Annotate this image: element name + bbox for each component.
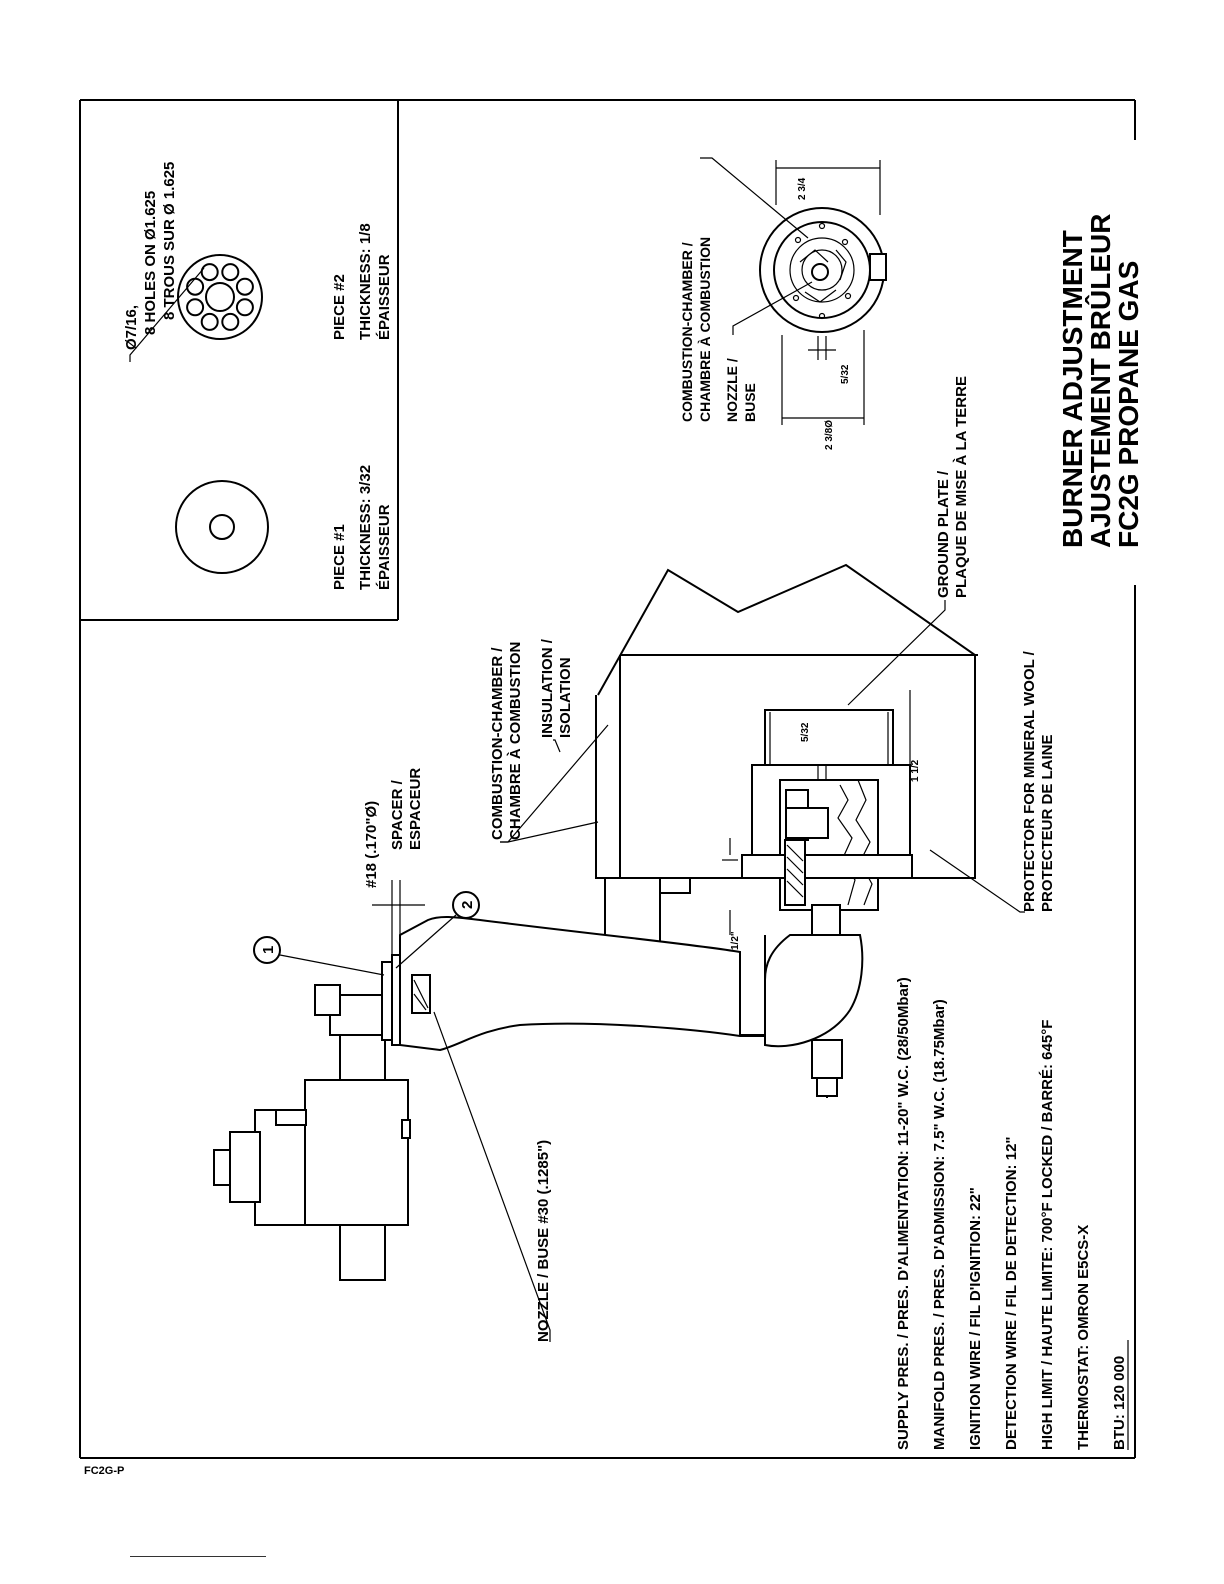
piece-2-holes <box>186 263 254 331</box>
end-view-dim-top: 2 3/4 <box>797 177 808 200</box>
nozzle-leader <box>433 1011 551 1342</box>
piece-1-label-group: PIECE #1 THICKNESS: 3/32 ÉPAISSEUR <box>331 465 393 590</box>
end-view-drawing <box>700 157 887 425</box>
insulation-leader <box>553 739 561 753</box>
piece-2-leader <box>129 267 205 362</box>
dim-gap: 5/32 <box>800 722 811 742</box>
combustion-chamber-body <box>595 563 978 959</box>
callout-1-number: 1 <box>260 946 277 954</box>
dim-one-half: 1 1/2 <box>910 759 921 782</box>
piece-2-hole <box>186 277 205 296</box>
title-block: BURNER ADJUSTMENT AJUSTEMENT BRÛLEUR FC2… <box>1057 214 1144 548</box>
ground-plate-leader <box>847 600 946 706</box>
spec-thermostat: THERMOSTAT: OMRON E5CS-X <box>1075 1225 1092 1450</box>
title-line-3: FC2G PROPANE GAS <box>1113 261 1144 548</box>
drawing-frame <box>79 99 1136 1459</box>
spec-manifold-pressure: MANIFOLD PRES. / PRES. D'ADMISSION: 7.5"… <box>931 999 948 1450</box>
spacer-size: #18 (.170"Ø) <box>363 801 380 888</box>
spacer-dimension <box>372 880 425 955</box>
piece-1-thickness: THICKNESS: 3/32 <box>357 465 374 590</box>
footer-rule <box>130 1556 266 1557</box>
spec-ignition-wire: IGNITION WIRE / FIL D'IGNITION: 22" <box>967 1187 984 1450</box>
spec-supply-pressure: SUPPLY PRES. / PRES. D'ALIMENTATION: 11-… <box>895 977 912 1450</box>
piece-2-drawing <box>177 254 263 340</box>
main-view-leaders <box>433 600 1025 1342</box>
end-view-nozzle-en: NOZZLE / <box>724 358 740 422</box>
piece-1-drawing <box>175 480 269 574</box>
piece-1-thickness-fr: ÉPAISSEUR <box>376 504 393 590</box>
main-chamber-en: COMBUSTION-CHAMBER / <box>489 647 506 840</box>
ground-plate-fr: PLAQUE DE MISE À LA TERRE <box>953 376 970 598</box>
main-chamber-fr: CHAMBRE À COMBUSTION <box>507 642 524 840</box>
title-line-1: BURNER ADJUSTMENT <box>1057 230 1088 548</box>
dim-half-inch: 1/2" <box>730 931 741 950</box>
end-view-chamber-fr: CHAMBRE À COMBUSTION <box>697 237 713 422</box>
protector-leader <box>929 849 1025 913</box>
end-view-dim-gap: 5/32 <box>840 364 851 384</box>
nozzle-label: NOZZLE / BUSE #30 (.1285") <box>535 1140 552 1342</box>
spacer-fr: ESPACEUR <box>407 768 424 850</box>
piece-2-name: PIECE #2 <box>331 274 348 340</box>
end-view-dim-bottom: 2 3/8Ø <box>824 420 835 450</box>
callout-2: 2 <box>395 891 480 969</box>
main-view-dimensions <box>722 690 912 935</box>
piece-2-holes-en: 8 HOLES ON Ø1.625 <box>142 191 159 335</box>
end-view-labels: COMBUSTION-CHAMBER / CHAMBRE À COMBUSTIO… <box>679 177 851 450</box>
piece-2-hole <box>221 312 240 331</box>
piece-1-name: PIECE #1 <box>331 524 348 590</box>
ground-plate-en: GROUND PLATE / <box>935 470 952 598</box>
protector-fr: PROTECTEUR DE LAINE <box>1039 734 1056 912</box>
callout-1: 1 <box>253 936 385 976</box>
end-view-chamber-leader <box>700 157 809 239</box>
title-line-2: AJUSTEMENT BRÛLEUR <box>1084 214 1116 548</box>
end-view-nozzle-leader <box>732 281 813 335</box>
piece-2-hole <box>221 263 240 282</box>
spec-detection-wire: DETECTION WIRE / FIL DE DETECTION: 12" <box>1003 1136 1020 1450</box>
spec-high-limit: HIGH LIMIT / HAUTE LIMITE: 700°F LOCKED … <box>1039 1020 1056 1450</box>
chamber-leader-2 <box>500 821 599 843</box>
piece-2-thickness-fr: ÉPAISSEUR <box>376 254 393 340</box>
end-view-nozzle-fr: BUSE <box>742 383 758 422</box>
piece-2-holes-fr: 8 TROUS SUR Ø 1.625 <box>161 162 178 320</box>
piece-2-hole <box>235 298 254 317</box>
piece-2-hole <box>200 312 219 331</box>
piece-2-thickness: THICKNESS: 1/8 <box>357 223 374 340</box>
main-view-labels: COMBUSTION-CHAMBER / CHAMBRE À COMBUSTIO… <box>363 376 1056 1342</box>
spec-list: SUPPLY PRES. / PRES. D'ALIMENTATION: 11-… <box>895 977 1129 1450</box>
piece-2-holes-dia: Ø7/16, <box>123 305 140 350</box>
spec-btu: BTU: 120 000 <box>1111 1356 1128 1450</box>
document-code: FC2G-P <box>84 1465 124 1477</box>
ignitor <box>811 1039 843 1098</box>
gas-valve <box>213 954 411 1281</box>
main-insulation-fr: ISOLATION <box>557 657 574 738</box>
callout-2-number: 2 <box>459 901 476 909</box>
piece-2-hole <box>200 263 219 282</box>
main-insulation-en: INSULATION / <box>539 638 556 738</box>
burner-venturi <box>399 904 864 1052</box>
end-view-chamber-en: COMBUSTION-CHAMBER / <box>679 242 695 422</box>
piece-2-hole <box>235 277 254 296</box>
piece-2-hole <box>186 298 205 317</box>
spacer-en: SPACER / <box>389 779 406 850</box>
piece-2-label-group: PIECE #2 THICKNESS: 1/8 ÉPAISSEUR Ø7/16,… <box>123 162 393 362</box>
protector-en: PROTECTOR FOR MINERAL WOOL / <box>1021 650 1038 912</box>
